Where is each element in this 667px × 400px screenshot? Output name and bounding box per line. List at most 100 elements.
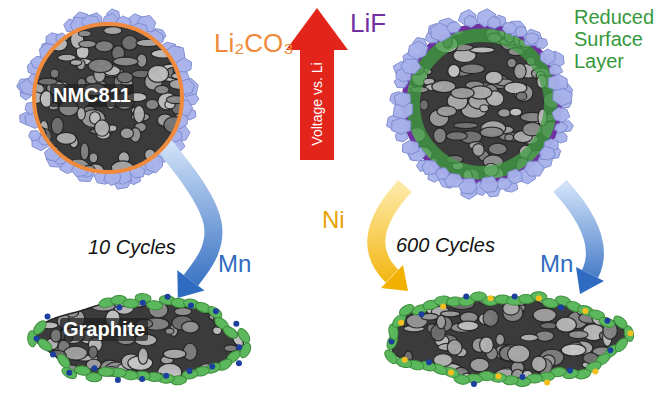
grain — [77, 107, 85, 120]
sem-texture — [20, 16, 189, 181]
grain — [80, 143, 89, 160]
particle-ground — [404, 26, 560, 182]
grain — [14, 363, 35, 377]
arrow-body — [165, 146, 214, 281]
carbonate-crystal — [540, 146, 556, 160]
sem-texture — [12, 278, 267, 397]
grain — [536, 331, 554, 342]
carbonate-crystal — [552, 107, 570, 122]
grain — [43, 358, 57, 372]
metal-deposit — [139, 376, 145, 382]
grain — [604, 299, 617, 307]
graphite-particle: Graphite — [22, 286, 258, 394]
grain — [423, 383, 432, 395]
grain — [628, 387, 649, 400]
grain — [113, 57, 138, 66]
carbonate-crystal — [446, 22, 461, 33]
grain — [168, 278, 184, 296]
grain — [32, 301, 46, 313]
grain — [436, 377, 457, 392]
mn-arrow-head — [576, 267, 604, 294]
grain — [51, 117, 63, 134]
grain — [56, 389, 69, 396]
sei-grain — [236, 327, 252, 345]
grain — [630, 368, 640, 374]
grain — [89, 346, 98, 358]
metal-deposit — [463, 294, 469, 300]
metal-deposit — [188, 302, 194, 308]
grain — [411, 377, 436, 394]
metal-deposit — [209, 363, 215, 369]
sei-grain — [395, 356, 413, 369]
grain — [519, 390, 537, 400]
grain — [495, 388, 509, 398]
metal-deposit — [519, 374, 525, 380]
particle-ground — [36, 300, 244, 378]
metal-deposit — [567, 368, 573, 374]
metal-deposit — [426, 359, 432, 365]
carbonate-crystal — [496, 178, 512, 189]
carbonate-crystal — [549, 64, 563, 76]
grain — [479, 385, 492, 393]
grain — [28, 157, 52, 167]
sei-grain — [55, 352, 72, 370]
grain — [458, 321, 479, 330]
grain — [228, 366, 242, 382]
grain — [516, 92, 527, 100]
carbonate-shell — [387, 9, 574, 200]
grain — [448, 64, 460, 77]
carbonate-crystal — [516, 26, 528, 36]
grain — [437, 315, 446, 329]
particles — [17, 9, 654, 400]
grain — [374, 368, 398, 385]
grain — [610, 380, 628, 395]
grain — [61, 297, 82, 305]
grain — [166, 25, 180, 40]
grain — [213, 301, 230, 307]
grain — [569, 289, 580, 301]
grain — [210, 379, 235, 391]
grain — [165, 388, 189, 395]
metal-deposit — [236, 344, 242, 350]
grain — [211, 387, 223, 394]
grain — [561, 344, 586, 356]
grain — [605, 279, 630, 292]
metal-deposit — [604, 318, 610, 324]
metal-deposit — [448, 370, 454, 376]
grain — [631, 379, 653, 390]
connectors — [165, 146, 214, 298]
mn-arrow — [560, 186, 604, 294]
grain — [528, 390, 540, 397]
grain — [505, 134, 514, 141]
metal-deposit — [213, 308, 219, 314]
grain — [35, 355, 58, 372]
grain — [418, 372, 427, 379]
metal-deposit — [91, 365, 97, 371]
metal-deposit — [163, 373, 169, 379]
metal-deposit — [471, 381, 477, 387]
grain — [473, 144, 485, 157]
grain — [508, 345, 530, 363]
grain — [44, 22, 56, 36]
metal-deposit — [558, 304, 564, 310]
grain — [621, 365, 639, 380]
grain — [638, 353, 651, 371]
grain — [540, 322, 558, 329]
grain — [28, 303, 36, 318]
grain — [367, 377, 386, 391]
metal-deposit — [398, 320, 404, 326]
grain — [632, 281, 653, 295]
grain — [370, 318, 389, 326]
grain — [533, 308, 556, 322]
grain — [632, 302, 648, 316]
reduced-surface-layer — [412, 34, 552, 174]
grain — [470, 358, 489, 372]
grain — [420, 100, 429, 111]
particle-ground — [34, 24, 182, 172]
sem-texture — [367, 274, 654, 400]
carbonate-crystal — [488, 16, 501, 29]
grain — [496, 334, 505, 345]
grain — [238, 382, 247, 395]
grain — [33, 44, 42, 59]
